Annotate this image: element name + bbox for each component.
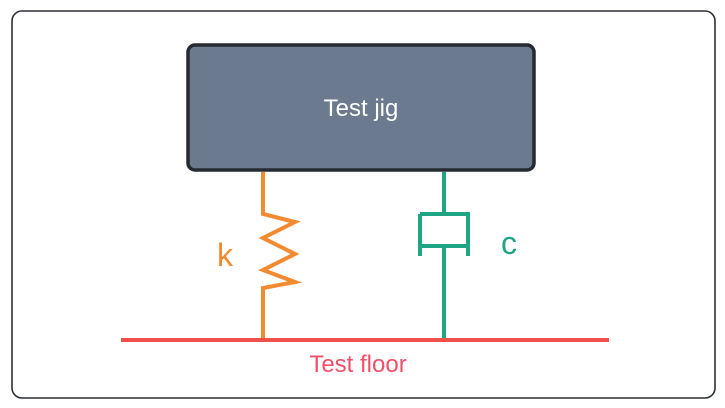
mass-label: Test jig [324, 95, 399, 122]
damper-label: c [501, 225, 517, 261]
damper-cylinder [420, 212, 470, 256]
spring [258, 172, 303, 339]
spring-label: k [217, 237, 234, 273]
ground-label: Test floor [309, 351, 406, 378]
mass-block [186, 43, 536, 172]
damper [418, 172, 470, 339]
